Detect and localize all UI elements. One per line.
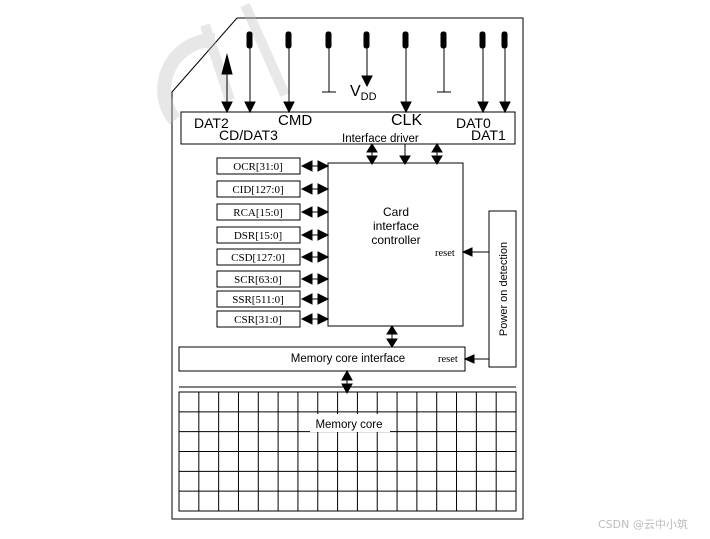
pin-connectors — [221, 31, 511, 114]
vdd-main-text: V — [350, 83, 361, 100]
watermark-text: CSDN @云中小筑 — [598, 518, 688, 531]
pin-label-dat0: DAT0 — [456, 115, 491, 131]
register-arrows — [300, 160, 330, 325]
pin-label-dat2: DAT2 — [194, 115, 229, 131]
pin-label-cmd: CMD — [278, 112, 312, 129]
register-ssr: SSR[511:0] — [216, 290, 301, 308]
reset-arrows — [461, 247, 489, 364]
memory-interface-reset-label: reset — [438, 354, 458, 365]
watermark-graphic — [157, 2, 290, 125]
memory-core-interface-box — [178, 346, 466, 372]
driver-controller-arrows — [366, 143, 443, 165]
register-list: OCR[31:0] CID[127:0] RCA[15:0] DSR[15:0]… — [216, 157, 301, 328]
register-label: CID[127:0] — [232, 184, 283, 196]
register-label: CSR[31:0] — [234, 314, 282, 326]
card-outline — [171, 17, 524, 520]
interface-driver-label: Interface driver — [342, 133, 419, 145]
register-csd: CSD[127:0] — [216, 248, 301, 266]
register-label: CSD[127:0] — [231, 252, 285, 264]
register-rca: RCA[15:0] — [216, 203, 301, 221]
memory-core-grid — [178, 391, 517, 512]
register-cid: CID[127:0] — [216, 180, 301, 198]
controller-reset-label: reset — [435, 248, 455, 259]
register-dsr: DSR[15:0] — [216, 226, 301, 244]
pin-label-cd-dat3: CD/DAT3 — [219, 127, 278, 143]
memory-core-label-bg — [310, 414, 390, 432]
memory-core-label: Memory core — [315, 419, 382, 431]
register-label: RCA[15:0] — [233, 207, 283, 219]
register-label: SCR[63:0] — [234, 274, 282, 286]
controller-memory-arrow — [386, 325, 398, 348]
pin-label-clk: CLK — [391, 112, 422, 129]
register-label: DSR[15:0] — [234, 230, 282, 242]
power-on-detection-box — [488, 210, 517, 368]
power-on-detection-label: Power on detection — [498, 242, 510, 336]
controller-label-line3: controller — [371, 233, 420, 247]
controller-label-line2: interface — [373, 219, 419, 233]
memory-core-arrow — [341, 369, 353, 395]
interface-driver-box — [180, 111, 516, 145]
card-interface-controller-box — [327, 162, 464, 327]
memory-core-interface-label: Memory core interface — [291, 353, 405, 365]
controller-label-line1: Card — [383, 205, 409, 219]
vdd-subscript-text: DD — [361, 91, 377, 103]
pin-label-vdd: VDD — [350, 83, 377, 103]
register-label: SSR[511:0] — [232, 294, 284, 306]
register-csr: CSR[31:0] — [216, 310, 301, 328]
pin-label-dat1: DAT1 — [471, 127, 506, 143]
register-scr: SCR[63:0] — [216, 270, 301, 288]
register-ocr: OCR[31:0] — [216, 157, 301, 175]
register-label: OCR[31:0] — [233, 161, 283, 173]
